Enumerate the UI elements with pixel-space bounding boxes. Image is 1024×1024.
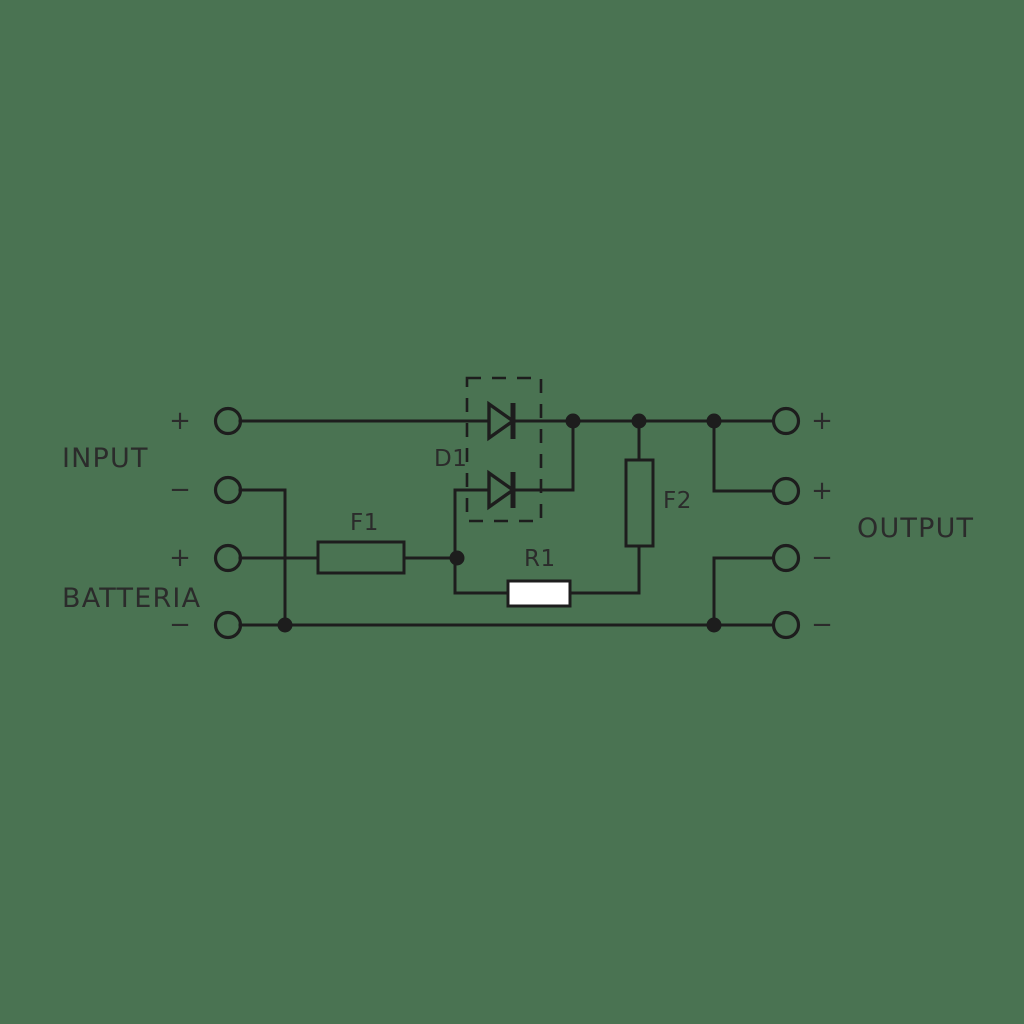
- terminal-output-plus-2: [771, 476, 801, 506]
- terminal-output-minus-2: [771, 610, 801, 640]
- label-d1: D1: [434, 446, 468, 472]
- terminals-right: [771, 406, 801, 640]
- terminal-input-minus: [213, 475, 243, 505]
- net-output-plus: [712, 419, 775, 493]
- junction-dots: [277, 413, 722, 633]
- junction-dot-f2-top: [631, 413, 647, 429]
- sign-output-minus-2: −: [811, 610, 833, 640]
- terminal-output-plus-1: [771, 406, 801, 436]
- sign-input-plus: +: [169, 406, 191, 436]
- component-f1-fuse: [316, 540, 406, 575]
- label-output-group: OUTPUT: [857, 513, 975, 544]
- label-input-group: INPUT: [62, 443, 149, 474]
- sign-battery-plus: +: [169, 543, 191, 573]
- component-d1-diode-lower: [453, 419, 575, 595]
- terminal-output-minus-1: [771, 543, 801, 573]
- terminal-battery-minus: [213, 610, 243, 640]
- sign-output-plus-1: +: [811, 406, 833, 436]
- sign-output-plus-2: +: [811, 476, 833, 506]
- label-r1: R1: [524, 546, 556, 572]
- terminal-input-plus: [213, 406, 243, 436]
- component-f2-fuse: [624, 419, 655, 595]
- component-r1-resistor: [453, 579, 641, 608]
- sign-output-minus-1: −: [811, 543, 833, 573]
- label-battery-group: BATTERIA: [62, 583, 202, 614]
- sign-battery-minus: −: [169, 610, 191, 640]
- junction-dot-f1-out: [449, 550, 465, 566]
- component-d1-diode-upper: [465, 400, 575, 442]
- terminals-left: [213, 406, 243, 640]
- junction-dot-battery-neg: [277, 617, 293, 633]
- junction-dot-output-neg: [706, 617, 722, 633]
- terminal-battery-plus: [213, 543, 243, 573]
- label-f1: F1: [350, 510, 379, 536]
- sign-input-minus: −: [169, 475, 191, 505]
- junction-dot-diode-return: [565, 413, 581, 429]
- net-output-minus: [712, 556, 775, 627]
- component-d1-dashed-enclosure: [465, 376, 543, 523]
- label-f2: F2: [663, 488, 692, 514]
- junction-dot-output-pos: [706, 413, 722, 429]
